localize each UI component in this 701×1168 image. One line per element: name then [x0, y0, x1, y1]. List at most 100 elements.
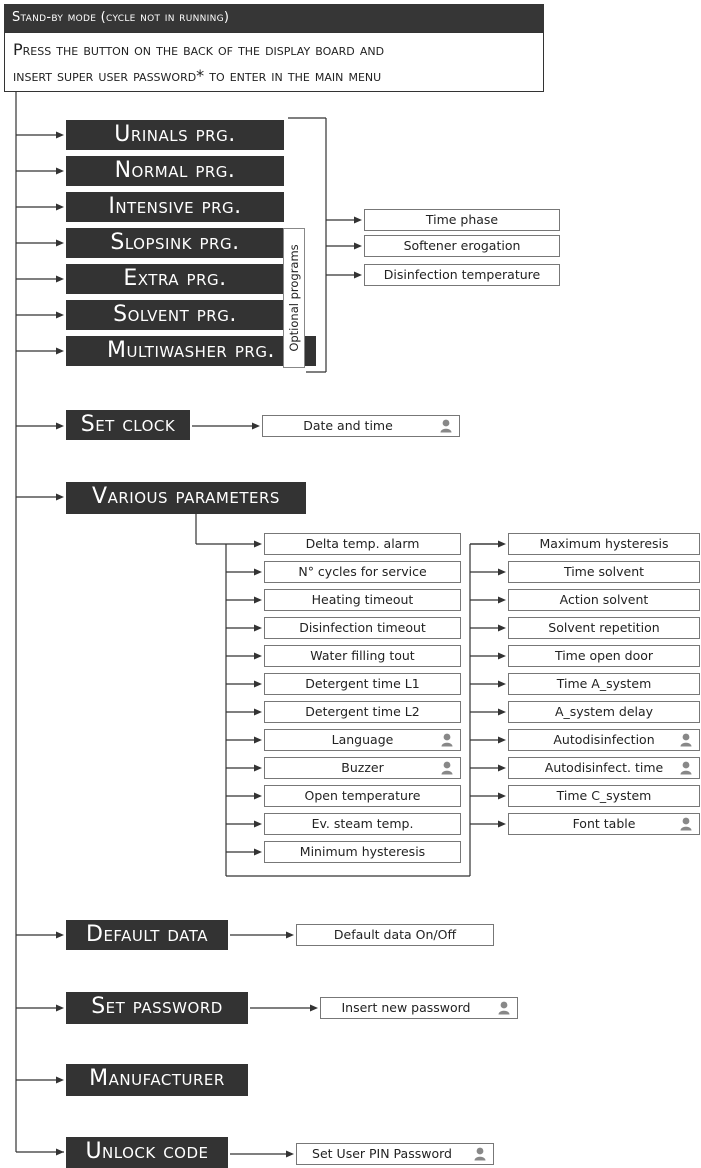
set-clock-button[interactable]: Set clock: [66, 410, 190, 440]
parameter-item[interactable]: Delta temp. alarm: [264, 533, 461, 555]
parameter-item-label: Buzzer: [341, 760, 384, 775]
arrow-head: [56, 422, 64, 430]
parameter-item[interactable]: Time A_system: [508, 673, 700, 695]
default-data-button[interactable]: Default data: [66, 920, 228, 950]
arrow-head: [56, 167, 64, 175]
program-setting[interactable]: Softener erogation: [364, 235, 560, 257]
parameter-item[interactable]: A_system delay: [508, 701, 700, 723]
parameter-item[interactable]: Autodisinfect. time: [508, 757, 700, 779]
parameter-item-label: Language: [331, 732, 394, 747]
arrow-head: [310, 1004, 318, 1012]
arrow-head: [498, 680, 506, 688]
various-parameters-button[interactable]: Various parameters: [66, 482, 306, 514]
parameter-item[interactable]: Open temperature: [264, 785, 461, 807]
parameter-item-label: Autodisinfect. time: [544, 760, 664, 775]
unlock-code-button[interactable]: Unlock code: [66, 1137, 228, 1168]
parameter-item[interactable]: Maximum hysteresis: [508, 533, 700, 555]
program-item[interactable]: Slopsink prg.: [66, 228, 284, 258]
arrow-head: [286, 931, 294, 939]
parameter-item[interactable]: Language: [264, 729, 461, 751]
program-setting[interactable]: Time phase: [364, 209, 560, 231]
program-item[interactable]: Extra prg.: [66, 264, 284, 294]
program-item[interactable]: Solvent prg.: [66, 300, 284, 330]
set-user-pin-box-label: Set User PIN Password: [312, 1146, 452, 1161]
insert-new-password-box[interactable]: Insert new password: [320, 997, 518, 1019]
parameter-item-label: Action solvent: [559, 592, 649, 607]
manufacturer-button[interactable]: Manufacturer: [66, 1064, 248, 1096]
parameter-item[interactable]: Disinfection timeout: [264, 617, 461, 639]
user-icon: [680, 817, 692, 831]
arrow-head: [354, 271, 362, 279]
arrow-head: [498, 596, 506, 604]
arrow-head: [254, 540, 262, 548]
parameter-item[interactable]: Solvent repetition: [508, 617, 700, 639]
parameter-item[interactable]: Font table: [508, 813, 700, 835]
program-item[interactable]: Normal prg.: [66, 156, 284, 186]
parameter-item[interactable]: Autodisinfection: [508, 729, 700, 751]
arrow-head: [254, 792, 262, 800]
parameter-item[interactable]: Heating timeout: [264, 589, 461, 611]
parameter-item-label: Detergent time L2: [305, 704, 420, 719]
arrow-head: [254, 708, 262, 716]
instruction-line-1: Press the button on the back of the disp…: [13, 40, 385, 59]
arrow-head: [56, 1148, 64, 1156]
arrow-head: [498, 792, 506, 800]
user-icon: [680, 761, 692, 775]
arrow-head: [498, 624, 506, 632]
arrow-head: [498, 568, 506, 576]
standby-title: Stand-by mode (cycle not in running): [4, 4, 544, 32]
program-item[interactable]: Multiwasher prg.: [66, 336, 316, 366]
arrow-head: [56, 131, 64, 139]
parameter-item-label: Open temperature: [304, 788, 421, 803]
default-data-box-label: Default data On/Off: [333, 927, 457, 942]
arrow-head: [498, 736, 506, 744]
set-user-pin-box[interactable]: Set User PIN Password: [296, 1143, 494, 1165]
parameter-item[interactable]: Buzzer: [264, 757, 461, 779]
arrow-head: [254, 736, 262, 744]
arrow-head: [254, 820, 262, 828]
arrow-head: [498, 820, 506, 828]
parameter-item[interactable]: Detergent time L1: [264, 673, 461, 695]
parameter-item-label: Time C_system: [556, 788, 652, 803]
program-setting[interactable]: Disinfection temperature: [364, 264, 560, 286]
date-and-time-box-label: Date and time: [303, 418, 393, 433]
parameter-item-label: Time solvent: [563, 564, 645, 579]
parameter-item-label: Time open door: [554, 648, 654, 663]
arrow-head: [56, 347, 64, 355]
parameter-item[interactable]: Time solvent: [508, 561, 700, 583]
user-icon: [680, 733, 692, 747]
arrow-head: [354, 242, 362, 250]
parameter-item-label: Disinfection timeout: [299, 620, 426, 635]
user-icon: [440, 419, 452, 433]
parameter-item[interactable]: Detergent time L2: [264, 701, 461, 723]
program-item[interactable]: Urinals prg.: [66, 120, 284, 150]
parameter-item[interactable]: Ev. steam temp.: [264, 813, 461, 835]
arrow-head: [254, 764, 262, 772]
arrow-head: [56, 1004, 64, 1012]
optional-programs-text: Optional programs: [287, 244, 301, 352]
user-icon: [498, 1001, 510, 1015]
program-item[interactable]: Intensive prg.: [66, 192, 284, 222]
instruction-box: Press the button on the back of the disp…: [4, 32, 544, 92]
parameter-item[interactable]: Action solvent: [508, 589, 700, 611]
parameter-item[interactable]: Time C_system: [508, 785, 700, 807]
optional-programs-label: Optional programs: [283, 228, 305, 368]
parameter-item-label: Maximum hysteresis: [539, 536, 669, 551]
parameter-item[interactable]: Time open door: [508, 645, 700, 667]
parameter-item[interactable]: Water filling tout: [264, 645, 461, 667]
set-password-button[interactable]: Set password: [66, 992, 248, 1024]
arrow-head: [56, 203, 64, 211]
arrow-head: [56, 275, 64, 283]
default-data-box[interactable]: Default data On/Off: [296, 924, 494, 946]
arrow-head: [56, 931, 64, 939]
parameter-item-label: Solvent repetition: [548, 620, 660, 635]
date-and-time-box[interactable]: Date and time: [262, 415, 460, 437]
arrow-head: [354, 216, 362, 224]
arrow-head: [286, 1150, 294, 1158]
arrow-head: [56, 239, 64, 247]
parameter-item[interactable]: Minimum hysteresis: [264, 841, 461, 863]
parameter-item-label: Font table: [572, 816, 636, 831]
parameter-item[interactable]: N° cycles for service: [264, 561, 461, 583]
